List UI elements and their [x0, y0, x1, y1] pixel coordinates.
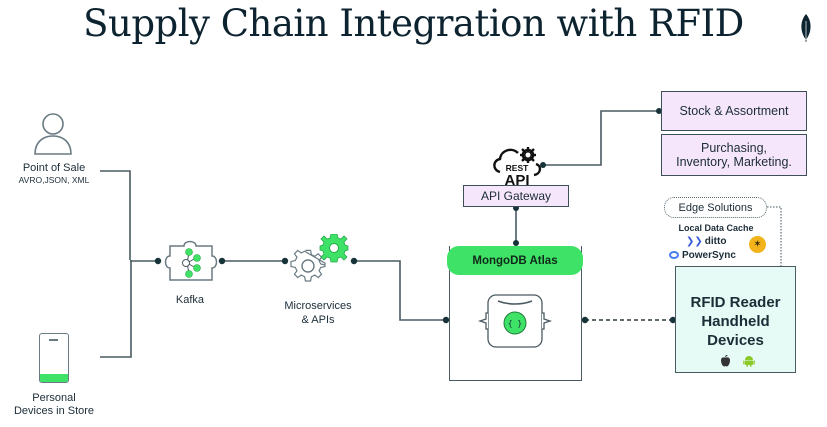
purchasing-line-1: Purchasing,	[700, 141, 767, 155]
apple-icon	[721, 355, 730, 367]
local-data-cache-label: Local Data Cache	[678, 223, 754, 233]
rfid-reader-box[interactable]: RFID Reader Handheld Devices	[675, 266, 796, 373]
wire-edge-bracket	[767, 206, 782, 266]
connector-dot	[513, 240, 519, 246]
rest-api-cloud-icon: REST API	[493, 147, 542, 186]
pos-sublabel: AVRO,JSON, XML	[18, 175, 90, 185]
connector-dot	[656, 108, 662, 114]
ditto-logo: ❯❯ ditto	[686, 235, 726, 247]
powersync-icon	[669, 251, 679, 259]
connector-dot	[218, 257, 226, 265]
wire-micro-atlas	[354, 260, 447, 321]
android-icon	[743, 356, 755, 367]
kafka-label: Kafka	[175, 294, 205, 306]
stock-assortment-box[interactable]: Stock & Assortment	[661, 91, 807, 131]
document-database-icon: { }	[477, 294, 553, 348]
connector-dot	[540, 162, 546, 168]
devices-label-1: Personal	[32, 392, 76, 404]
mongodb-leaf-icon	[801, 14, 811, 42]
bee-icon: ✶	[749, 236, 766, 253]
connector-dot	[442, 316, 450, 324]
ditto-name: ditto	[704, 235, 727, 247]
kafka-icon	[164, 240, 218, 281]
user-icon	[34, 113, 72, 155]
wire-devices	[100, 260, 132, 358]
connector-dot	[581, 316, 589, 324]
mongodb-atlas-header: MongoDB Atlas	[447, 246, 583, 275]
page-title: Supply Chain Integration with RFID	[83, 2, 744, 45]
connector-dot	[669, 316, 677, 324]
rfid-line-2: Handheld	[701, 313, 770, 330]
powersync-logo: PowerSync	[669, 249, 736, 261]
connector-dot	[350, 257, 358, 265]
wire-pos	[100, 170, 131, 260]
svg-text:{ }: { }	[508, 319, 522, 328]
rfid-line-1: RFID Reader	[690, 294, 781, 311]
powersync-name: PowerSync	[682, 249, 736, 261]
smartphone-icon	[39, 333, 69, 383]
connector-dot	[154, 257, 162, 265]
rfid-line-3: Devices	[707, 332, 764, 349]
purchasing-line-2: Inventory, Marketing.	[676, 155, 792, 169]
wire-api-stock	[543, 110, 659, 166]
connector-dot	[281, 257, 289, 265]
api-text: API	[504, 172, 529, 186]
api-gateway-box[interactable]: API Gateway	[463, 185, 569, 207]
pos-label: Point of Sale	[22, 162, 86, 174]
micro-label-1: Microservices	[284, 300, 352, 312]
gears-icon	[290, 234, 349, 282]
ditto-icon: ❯❯	[686, 235, 703, 247]
devices-label-2: Devices in Store	[13, 405, 95, 417]
rest-text: REST	[506, 163, 529, 173]
purchasing-box[interactable]: Purchasing, Inventory, Marketing.	[661, 134, 807, 176]
edge-solutions-pill[interactable]: Edge Solutions	[664, 197, 767, 218]
micro-label-2: & APIs	[301, 314, 335, 326]
